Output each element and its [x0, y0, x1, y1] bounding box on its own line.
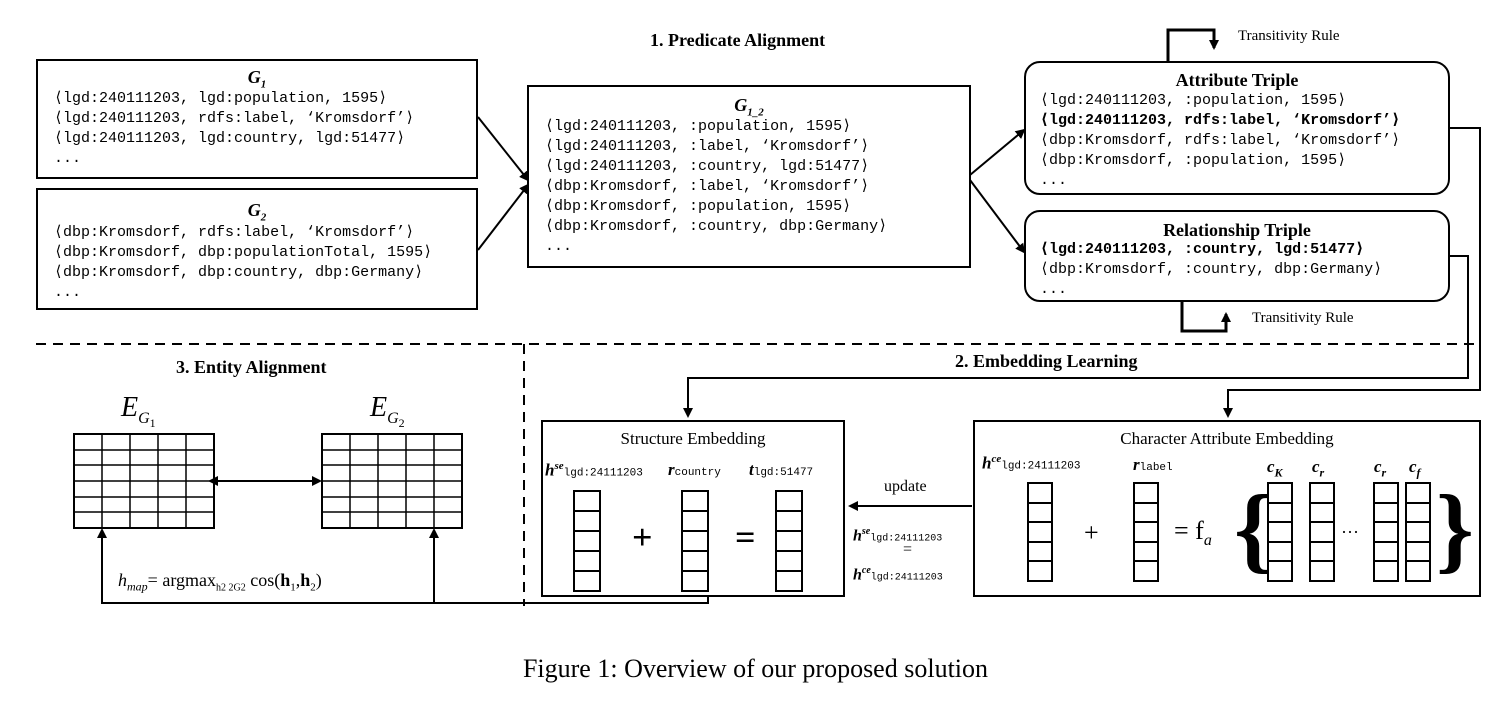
transitivity-label-bottom: Transitivity Rule — [1252, 310, 1354, 326]
alignment-formula: hmap= argmaxh2 2G2 cos(h1,h2) — [118, 570, 322, 594]
c-r-label: cr — [1374, 457, 1387, 480]
structure-h-label: hselgd:24111203 — [545, 460, 643, 480]
triple-line: ⟨lgd:240111203, :population, 1595⟩ — [545, 118, 852, 135]
edge-g12-rel — [969, 179, 1026, 254]
edge-rel-structure — [683, 255, 1469, 418]
graph-g12-box: G1_2 ⟨lgd:240111203, :population, 1595⟩ … — [527, 85, 971, 268]
update-label: update — [884, 478, 927, 495]
triple-line: ⟨dbp:Kromsdorf, :country, dbp:Germany⟩ — [1040, 261, 1383, 278]
transitivity-loop-top — [1166, 28, 1219, 62]
edge-g1-g12 — [477, 116, 530, 182]
character-ellipsis: ··· — [1341, 522, 1359, 542]
vector-h-ce — [1027, 482, 1053, 582]
entity-matrix-1 — [73, 433, 215, 529]
triple-line: ⟨lgd:240111203, :country, lgd:51477⟩ — [545, 158, 870, 175]
edge-g2-g12 — [477, 183, 530, 251]
character-r-label: rlabel — [1133, 455, 1173, 474]
structure-embedding-title: Structure Embedding — [620, 429, 766, 448]
triple-line-highlighted: ⟨lgd:240111203, :country, lgd:51477⟩ — [1040, 241, 1365, 258]
triple-line: ⟨dbp:Kromsdorf, dbp:country, dbp:Germany… — [54, 264, 424, 281]
character-h-label: hcelgd:24111203 — [982, 453, 1081, 473]
edge-attr-character — [1223, 127, 1481, 418]
relationship-triple-box: Relationship Triple ⟨lgd:240111203, :cou… — [1024, 210, 1450, 302]
graph-g1-title: G1 — [247, 67, 267, 91]
vector-c-r1 — [1309, 482, 1335, 582]
figure-caption: Figure 1: Overview of our proposed solut… — [522, 654, 989, 683]
triple-line: ⟨dbp:Kromsdorf, rdfs:label, ‘Kromsdorf’⟩ — [1040, 132, 1401, 149]
left-brace: { — [1234, 475, 1272, 582]
structure-r-label: rcountry — [668, 460, 721, 479]
update-h-se: hselgd:24111203 — [853, 526, 943, 545]
vector-c-r2 — [1373, 482, 1399, 582]
graph-g2-title: G2 — [247, 200, 267, 224]
entity-e1-label: EG1 — [121, 392, 156, 430]
triple-line-highlighted: ⟨lgd:240111203, rdfs:label, ‘Kromsdorf’⟩ — [1040, 112, 1401, 129]
section-title-entity: 3. Entity Alignment — [176, 357, 327, 377]
graph-g2-box: G2 ⟨dbp:Kromsdorf, rdfs:label, ‘Kromsdor… — [36, 188, 478, 310]
entity-matrix-2 — [321, 433, 463, 529]
vector-h-se — [573, 490, 601, 592]
update-eq: = — [903, 541, 913, 558]
section-title-embedding: 2. Embedding Learning — [955, 351, 1138, 371]
triple-line: ⟨dbp:Kromsdorf, :population, 1595⟩ — [1040, 152, 1347, 169]
structure-plus: + — [632, 517, 653, 557]
triple-ellipsis: ... — [54, 284, 82, 301]
update-h-ce: hcelgd:24111203 — [853, 565, 943, 584]
triple-line: ⟨lgd:240111203, :label, ‘Kromsdorf’⟩ — [545, 138, 870, 155]
transitivity-loop-bottom — [1180, 301, 1231, 333]
entity-e2-label: EG2 — [370, 392, 405, 430]
triple-line: ⟨dbp:Kromsdorf, :country, dbp:Germany⟩ — [545, 218, 888, 235]
graph-g12-title: G1_2 — [734, 95, 764, 119]
triple-line: ⟨dbp:Kromsdorf, :label, ‘Kromsdorf’⟩ — [545, 178, 870, 195]
c-f-label: cf — [1409, 457, 1421, 480]
vector-r-country — [681, 490, 709, 592]
character-embedding-box: Character Attribute Embedding — [973, 420, 1481, 597]
triple-line: ⟨lgd:240111203, :population, 1595⟩ — [1040, 92, 1347, 109]
triple-line: ⟨dbp:Kromsdorf, :population, 1595⟩ — [545, 198, 852, 215]
triple-ellipsis: ... — [54, 150, 82, 167]
character-embedding-title: Character Attribute Embedding — [1120, 429, 1334, 448]
c-r-label: cr — [1312, 457, 1325, 480]
triple-line: ⟨dbp:Kromsdorf, rdfs:label, ‘Kromsdorf’⟩ — [54, 224, 415, 241]
attribute-triple-title: Attribute Triple — [1175, 70, 1299, 90]
vector-c-k — [1267, 482, 1293, 582]
character-fa: = fa — [1174, 516, 1212, 550]
structure-t-label: tlgd:51477 — [749, 460, 814, 479]
relationship-triple-title: Relationship Triple — [1163, 220, 1311, 240]
triple-line: ⟨dbp:Kromsdorf, dbp:populationTotal, 159… — [54, 244, 433, 261]
vector-r-label — [1133, 482, 1159, 582]
transitivity-label-top: Transitivity Rule — [1238, 28, 1340, 44]
triple-line: ⟨lgd:240111203, lgd:country, lgd:51477⟩ — [54, 130, 406, 147]
c-k-label: cK — [1267, 457, 1283, 480]
section-title-predicate: 1. Predicate Alignment — [650, 30, 826, 50]
right-brace: } — [1436, 475, 1474, 582]
triple-ellipsis: ... — [1040, 281, 1068, 298]
triple-ellipsis: ... — [545, 238, 573, 255]
character-plus: + — [1084, 518, 1099, 547]
vector-c-f — [1405, 482, 1431, 582]
triple-line: ⟨lgd:240111203, rdfs:label, ‘Kromsdorf’⟩ — [54, 110, 415, 127]
structure-equals: = — [735, 517, 756, 557]
triple-ellipsis: ... — [1040, 172, 1068, 189]
vector-t-lgd — [775, 490, 803, 592]
structure-embedding-box: Structure Embedding — [541, 420, 845, 597]
attribute-triple-box: Attribute Triple ⟨lgd:240111203, :popula… — [1024, 61, 1450, 195]
edge-g12-attr — [969, 128, 1026, 176]
graph-g1-box: G1 ⟨lgd:240111203, lgd:population, 1595⟩… — [36, 59, 478, 179]
edge-structure-to-entity — [97, 528, 709, 604]
triple-line: ⟨lgd:240111203, lgd:population, 1595⟩ — [54, 90, 388, 107]
